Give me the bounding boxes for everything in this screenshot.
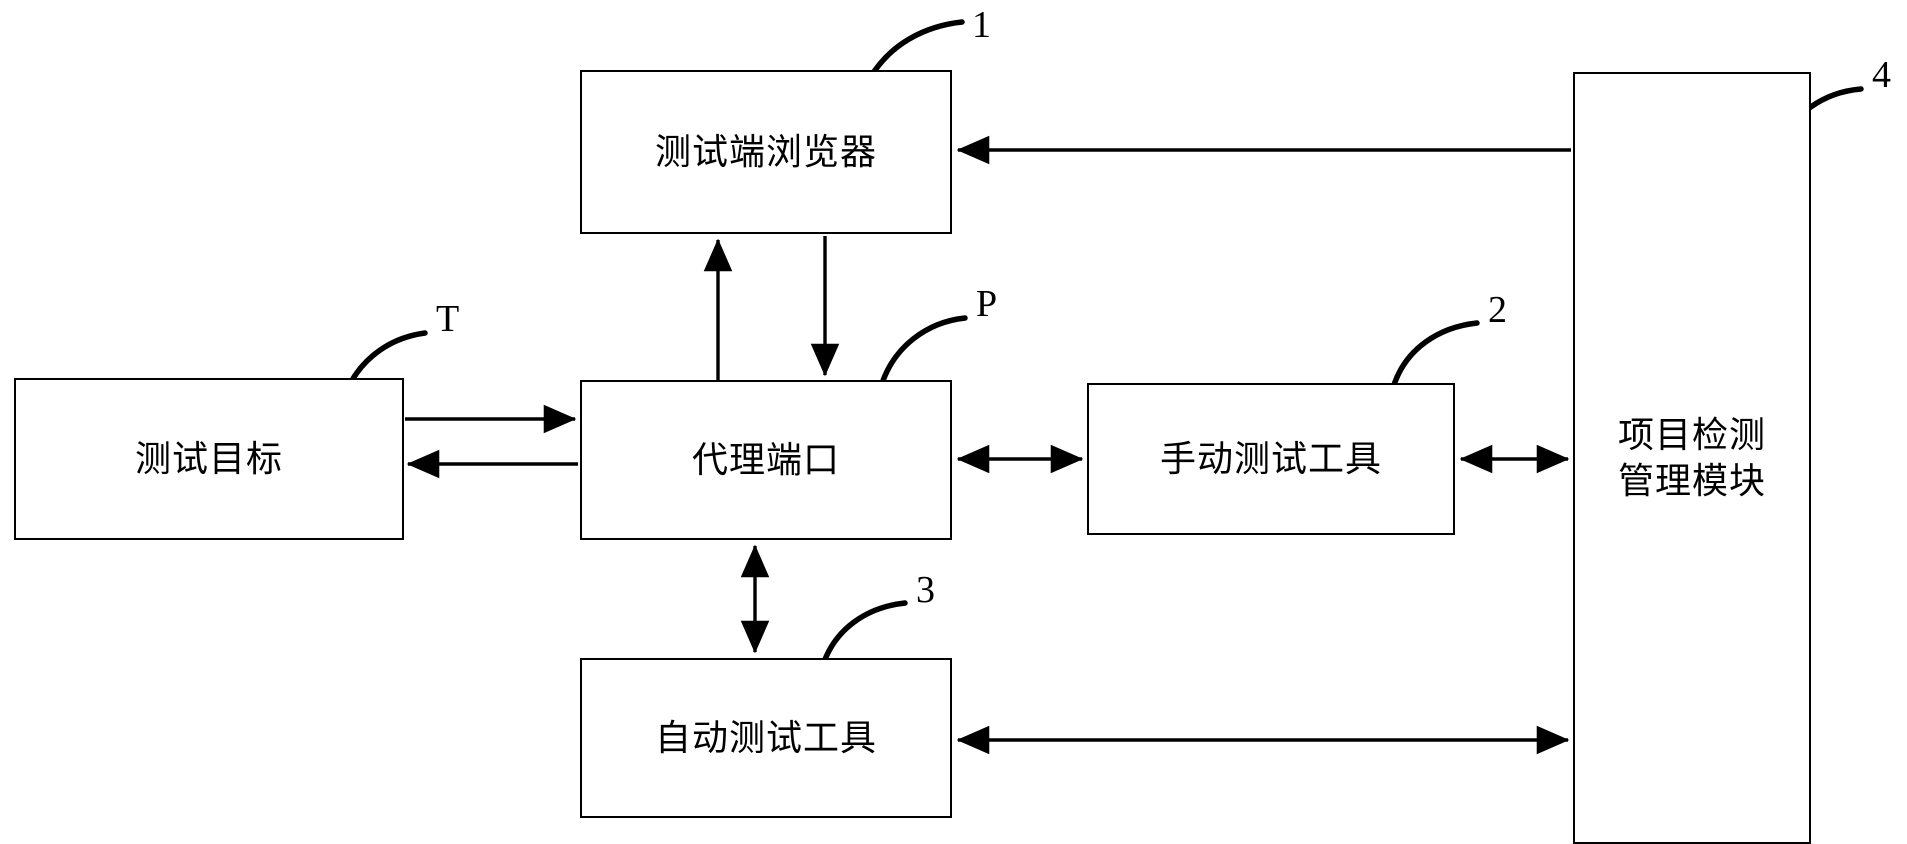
ref-number-4: 4 — [1872, 54, 1891, 96]
node-test-browser[interactable]: 测试端浏览器 — [580, 70, 952, 234]
node-test-browser-label: 测试端浏览器 — [654, 131, 877, 172]
ref-number-P: P — [976, 283, 998, 325]
node-test-target-label: 测试目标 — [134, 438, 283, 479]
node-project-mgmt-module-label: 项目检测 管理模块 — [1617, 414, 1766, 501]
ref-number-T: T — [436, 298, 460, 340]
node-auto-test-tool-label: 自动测试工具 — [654, 717, 877, 758]
node-manual-test-tool[interactable]: 手动测试工具 — [1087, 383, 1455, 535]
ref-number-3: 3 — [916, 569, 935, 611]
ref-number-2: 2 — [1488, 289, 1507, 331]
leader-curve-2 — [1390, 320, 1480, 391]
leader-curve-3 — [819, 600, 908, 671]
node-test-target[interactable]: 测试目标 — [14, 378, 404, 540]
ref-number-1: 1 — [972, 4, 991, 46]
leader-curve-1 — [867, 19, 965, 81]
node-proxy-port-label: 代理端口 — [691, 439, 840, 480]
leader-curve-P — [877, 315, 968, 393]
node-project-mgmt-module[interactable]: 项目检测 管理模块 — [1573, 72, 1811, 844]
node-manual-test-tool-label: 手动测试工具 — [1159, 438, 1382, 479]
node-proxy-port[interactable]: 代理端口 — [580, 380, 952, 540]
node-auto-test-tool[interactable]: 自动测试工具 — [580, 658, 952, 818]
